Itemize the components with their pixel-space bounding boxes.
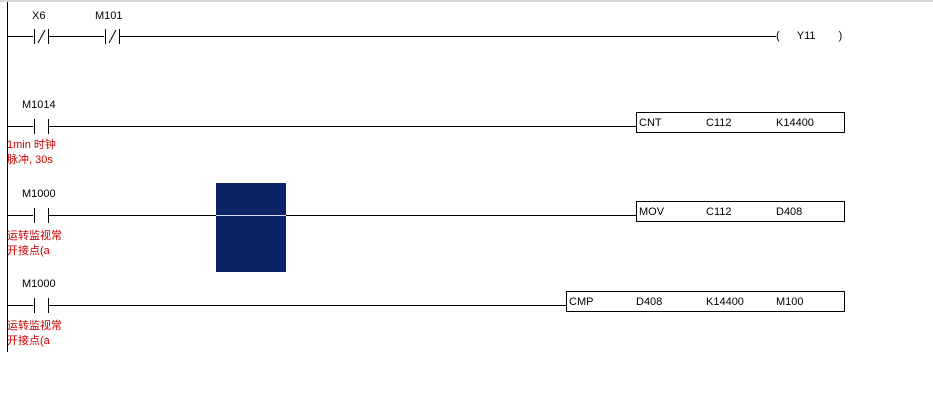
instruction-operand: D408 (776, 206, 803, 218)
comment-line: 开接点(a (7, 335, 50, 347)
instruction-operand: K14400 (706, 296, 744, 308)
instruction-op: CMP (569, 296, 594, 308)
contact-comment: 运转监视常 开接点(a (7, 319, 62, 349)
instruction-box-cnt[interactable]: CNT C112 K14400 (636, 112, 845, 133)
comment-line: 运转监视常 (7, 320, 62, 332)
contact-comment: 1min 时钟 脉冲, 30s (7, 138, 56, 168)
instruction-operand: C112 (706, 117, 732, 129)
contact-comment: 运转监视常 开接点(a (7, 229, 62, 259)
coil-y11[interactable]: ( Y11 ) (776, 30, 842, 42)
instruction-box-mov[interactable]: MOV C112 D408 (636, 201, 845, 222)
coil-label: Y11 (796, 30, 816, 42)
contact-m1000-a[interactable] (34, 208, 49, 223)
rung-3[interactable] (8, 208, 636, 223)
instruction-operand: K14400 (776, 117, 814, 129)
instruction-operand: M100 (776, 296, 804, 308)
comment-line: 运转监视常 (7, 230, 62, 242)
contact-x6[interactable] (34, 29, 49, 44)
top-border (0, 0, 933, 2)
contact-m1000-b[interactable] (34, 298, 49, 313)
comment-line: 脉冲, 30s (7, 154, 53, 166)
selection-rung-line (216, 215, 286, 216)
rung-1[interactable] (8, 29, 776, 44)
instruction-op: CNT (639, 117, 662, 129)
contact-label-x6: X6 (32, 10, 46, 22)
contact-label-m101: M101 (95, 10, 123, 22)
rung-2[interactable] (8, 119, 636, 134)
comment-line: 开接点(a (7, 245, 50, 257)
rung-4[interactable] (8, 298, 566, 313)
instruction-op: MOV (639, 206, 665, 218)
instruction-box-cmp[interactable]: CMP D408 K14400 M100 (566, 291, 845, 312)
contact-m1014[interactable] (34, 119, 49, 134)
contact-m101[interactable] (105, 29, 120, 44)
instruction-operand: C112 (706, 206, 732, 218)
instruction-operand: D408 (636, 296, 663, 308)
contact-label-m1000: M1000 (22, 278, 56, 290)
coil-open-paren: ( (776, 30, 780, 42)
contact-label-m1014: M1014 (22, 99, 56, 111)
selection-cursor[interactable] (216, 183, 286, 272)
contact-label-m1000: M1000 (22, 188, 56, 200)
coil-close-paren: ) (838, 30, 843, 42)
comment-line: 1min 时钟 (7, 139, 56, 151)
